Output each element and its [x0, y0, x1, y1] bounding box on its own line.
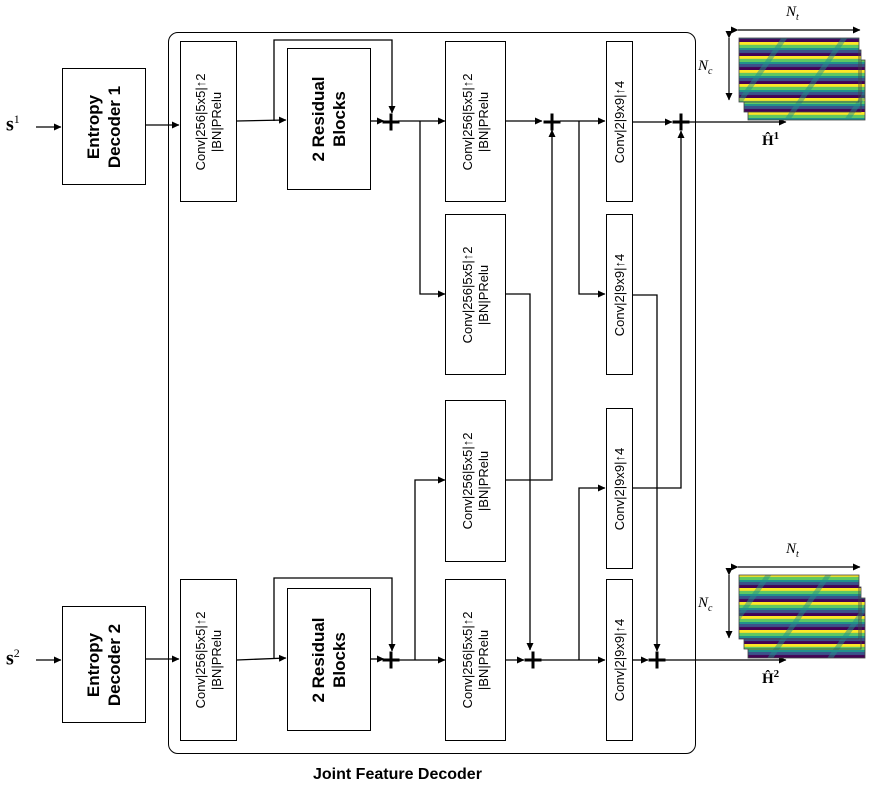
nc-label-top: Nc	[698, 58, 713, 77]
nt-label-bottom: Nt	[786, 541, 799, 560]
output-h1-sup: 1	[773, 130, 780, 142]
conv5-block-d: Conv|256|5x5|↑2|BN|PRelu	[445, 400, 506, 562]
wire-conv-f-to-plus6	[633, 294, 661, 652]
conv5-block-b1: Conv|256|5x5|↑2|BN|PRelu	[445, 41, 506, 202]
entropy-decoder-1-line1: Entropy	[83, 94, 103, 159]
skip-res2	[273, 577, 396, 659]
wire-conv-c-to-plus4	[506, 293, 534, 651]
conv9-block-e2: Conv|2|9x9|↑4	[606, 579, 633, 741]
branch-plus1-to-conv-c	[419, 121, 446, 298]
summation-nodes	[382, 113, 690, 669]
branch-plus2-to-conv-d	[414, 476, 446, 660]
entropy-decoder-2-line1: Entropy	[83, 632, 103, 697]
plus-node-3	[543, 113, 561, 131]
output-h2-sup: 2	[773, 668, 780, 680]
entropy-decoder-1-line2: Decoder 1	[105, 85, 124, 168]
branch-plus4-to-conv-g	[578, 484, 606, 660]
input-s2-label: s2	[6, 646, 20, 671]
output-h1-base: Ĥ	[762, 133, 774, 149]
input-s1-sup: 1	[13, 112, 20, 126]
connection-lines	[36, 39, 787, 664]
conv9-block-g: Conv|2|9x9|↑4	[606, 408, 633, 569]
diagram-caption: Joint Feature Decoder	[313, 766, 482, 783]
nt-label-top: Nt	[786, 4, 799, 23]
branch-plus3-to-conv-f	[578, 121, 606, 298]
output-h2-base: Ĥ	[762, 671, 774, 687]
input-s2-base: s	[6, 647, 14, 670]
input-s2-sup: 2	[13, 646, 20, 660]
wire-conv-a1-to-res1	[236, 116, 287, 124]
joint-feature-decoder-frame	[168, 32, 696, 754]
plus-node-1	[382, 113, 400, 131]
output-h1-label: Ĥ1	[762, 130, 779, 150]
heatmap-output-2	[738, 574, 866, 659]
skip-res1	[273, 39, 396, 121]
input-s1-label: s1	[6, 112, 20, 137]
wire-conv-d-to-plus3	[506, 129, 556, 481]
conv5-block-a2: Conv|256|5x5|↑2|BN|PRelu	[180, 579, 237, 741]
input-s1-base: s	[6, 113, 14, 136]
wire-conv-g-to-plus5	[633, 130, 685, 489]
conv9-block-e1: Conv|2|9x9|↑4	[606, 41, 633, 202]
conv9-block-f: Conv|2|9x9|↑4	[606, 214, 633, 375]
conv5-block-c: Conv|256|5x5|↑2|BN|PRelu	[445, 214, 506, 375]
dimension-arrows	[725, 26, 861, 639]
conv5-block-b2: Conv|256|5x5|↑2|BN|PRelu	[445, 579, 506, 741]
conv5-block-a1: Conv|256|5x5|↑2|BN|PRelu	[180, 41, 237, 202]
plus-node-2	[382, 651, 400, 669]
plus-node-4	[524, 651, 542, 669]
entropy-decoder-2-line2: Decoder 2	[105, 623, 124, 706]
heatmap-output-1	[738, 37, 866, 121]
plus-node-5	[672, 113, 690, 131]
plus-node-6	[648, 651, 666, 669]
output-h2-label: Ĥ2	[762, 668, 779, 688]
wire-conv-a2-to-res2	[236, 654, 287, 662]
nc-label-bottom: Nc	[698, 595, 713, 614]
